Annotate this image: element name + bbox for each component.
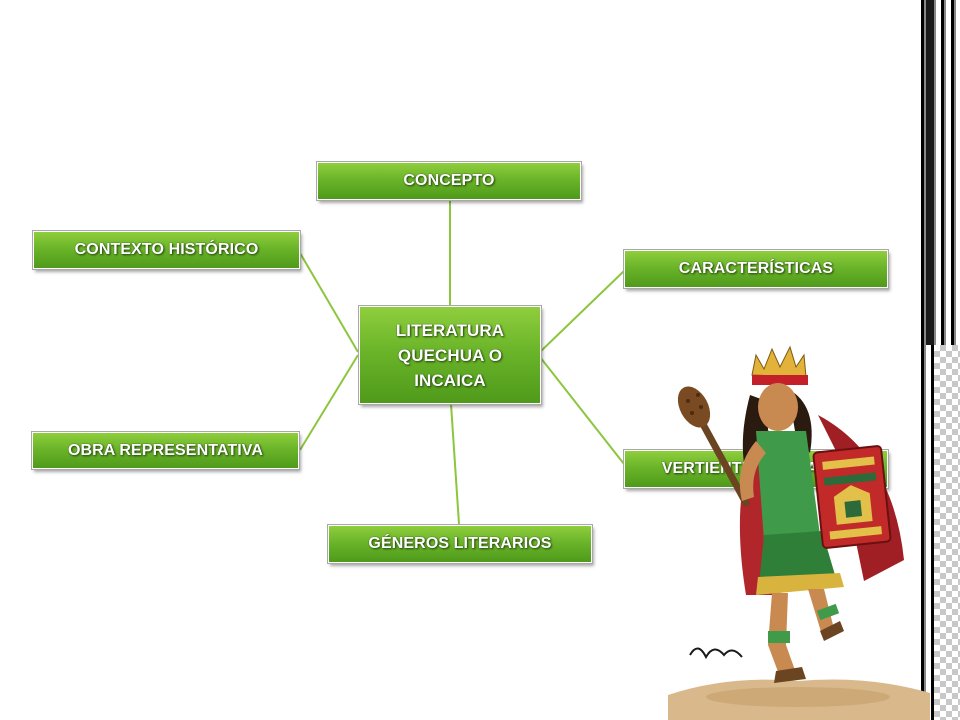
node-concepto: CONCEPTO [317, 162, 581, 200]
center-line-1: LITERATURA [395, 320, 505, 340]
node-obra-representativa-label: OBRA REPRESENTATIVA [67, 441, 264, 459]
node-contexto-historico-label: CONTEXTO HISTÓRICO [74, 241, 259, 258]
connector-obra [299, 354, 359, 451]
node-generos-literarios: GÉNEROS LITERARIOS [328, 525, 592, 563]
node-concepto-label: CONCEPTO [403, 172, 495, 189]
node-obra-representativa: OBRA REPRESENTATIVA [32, 432, 299, 469]
node-caracteristicas: CARACTERÍSTICAS [624, 250, 888, 288]
center-line-3: INCAICA [414, 370, 486, 390]
slide-edge-checker [934, 345, 960, 720]
connector-generos [450, 403, 460, 525]
node-generos-literarios-label: GÉNEROS LITERARIOS [368, 535, 552, 552]
connector-vertientes [539, 356, 625, 465]
slide-edge-strip [926, 0, 934, 345]
connector-caracteristicas [539, 270, 625, 353]
connector-contexto [299, 252, 359, 353]
center-line-2: QUECHUA O [397, 345, 503, 365]
node-center: LITERATURA QUECHUA O INCAICA [359, 306, 541, 404]
inca-warrior-illustration-icon [668, 345, 930, 720]
node-caracteristicas-label: CARACTERÍSTICAS [678, 260, 834, 277]
node-contexto-historico: CONTEXTO HISTÓRICO [33, 231, 300, 269]
